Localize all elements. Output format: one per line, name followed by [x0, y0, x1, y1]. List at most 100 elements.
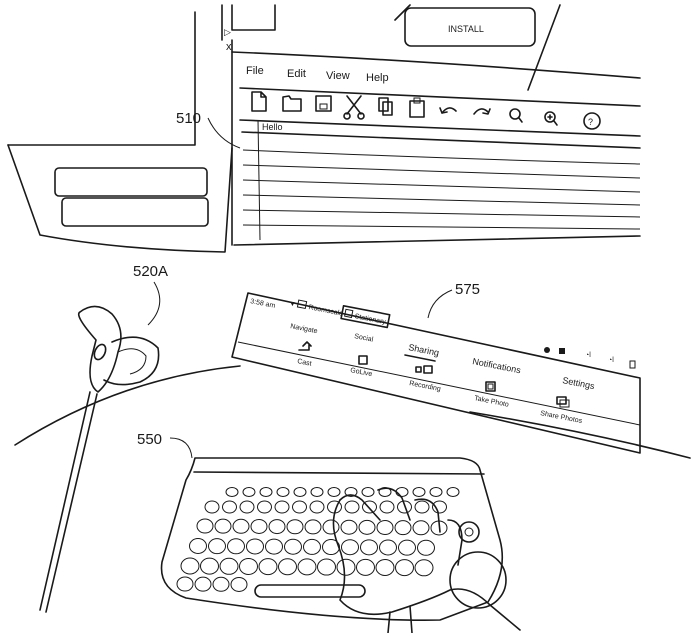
keyboard-key[interactable]	[304, 519, 322, 535]
keyboard-key[interactable]	[362, 500, 377, 514]
keyboard-key[interactable]	[398, 539, 416, 556]
keyboard-key[interactable]	[208, 538, 226, 555]
keyboard-key[interactable]	[432, 500, 447, 514]
keyboard-key[interactable]	[322, 519, 340, 535]
keyboard-key[interactable]	[414, 559, 434, 577]
keyboard-key[interactable]	[242, 487, 256, 497]
zoom-in-icon[interactable]	[544, 111, 558, 126]
keyboard-key[interactable]	[274, 500, 290, 514]
keyboard-key[interactable]	[317, 558, 336, 576]
keyboard-key[interactable]	[297, 558, 317, 576]
keyboard-key[interactable]	[340, 519, 358, 535]
keyboard-key[interactable]	[293, 487, 307, 497]
keyboard-key[interactable]	[230, 576, 248, 592]
action-golive[interactable]: GoLive	[350, 355, 373, 378]
keyboard-key[interactable]	[258, 558, 278, 576]
paste-icon[interactable]	[409, 97, 425, 118]
action-cast[interactable]: Cast	[297, 341, 313, 368]
tab-settings[interactable]: Settings	[562, 375, 596, 391]
keyboard-key[interactable]	[276, 487, 290, 497]
action-recording[interactable]: Recording	[409, 365, 442, 393]
keyboard-key[interactable]	[379, 500, 395, 514]
action-share-photos[interactable]: Share Photos	[540, 396, 583, 425]
tab-notifications[interactable]: Notifications	[472, 356, 523, 375]
controller-button[interactable]	[92, 343, 108, 362]
keyboard-key[interactable]	[189, 538, 207, 554]
keyboard-key[interactable]	[303, 538, 321, 555]
keyboard-key[interactable]	[395, 559, 414, 577]
hand-controller[interactable]	[39, 305, 160, 613]
keyboard-spacebar[interactable]	[254, 584, 366, 598]
keyboard-key[interactable]	[239, 557, 258, 575]
keyboard-key[interactable]	[227, 538, 245, 555]
keyboard-key[interactable]	[176, 576, 194, 592]
panel-slot-lower[interactable]	[61, 197, 209, 227]
keyboard-key[interactable]	[292, 500, 307, 514]
keyboard-key[interactable]	[412, 487, 426, 497]
keyboard-key[interactable]	[429, 487, 443, 497]
keyboard-key[interactable]	[356, 558, 375, 576]
close-icon[interactable]: x	[226, 41, 232, 53]
keyboard-key[interactable]	[395, 487, 409, 497]
keyboard-key[interactable]	[358, 519, 376, 535]
copy-icon[interactable]	[378, 97, 393, 116]
action-take-photo[interactable]: Take Photo	[474, 381, 510, 409]
keyboard-key[interactable]	[225, 487, 239, 497]
undo-icon[interactable]	[439, 107, 457, 114]
chip-stationary[interactable]: Stationary	[340, 304, 391, 329]
keyboard-key[interactable]	[394, 520, 412, 536]
help-icon[interactable]: ?	[583, 112, 601, 130]
keyboard-key[interactable]	[446, 487, 460, 497]
keyboard-key[interactable]	[397, 500, 412, 514]
keyboard-key[interactable]	[239, 500, 255, 514]
keyboard-key[interactable]	[361, 487, 375, 497]
keyboard-knob[interactable]	[458, 521, 480, 543]
keyboard-key[interactable]	[204, 500, 220, 514]
keyboard-key[interactable]	[286, 519, 304, 535]
keyboard-key[interactable]	[222, 500, 237, 514]
keyboard-key[interactable]	[200, 557, 219, 575]
panel-slot-upper[interactable]	[54, 167, 208, 197]
keyboard-key[interactable]	[309, 500, 325, 514]
keyboard-key[interactable]	[412, 520, 430, 536]
open-folder-icon[interactable]	[282, 95, 302, 112]
keyboard-key[interactable]	[180, 557, 200, 575]
keyboard-trackpad[interactable]	[449, 551, 507, 609]
keyboard-key[interactable]	[375, 559, 395, 576]
keyboard-key[interactable]	[246, 538, 264, 555]
keyboard-key[interactable]	[268, 519, 286, 535]
new-file-icon[interactable]	[251, 91, 267, 112]
keyboard-key[interactable]	[278, 558, 297, 576]
tab-social[interactable]: Social	[354, 333, 374, 344]
keyboard-key[interactable]	[250, 518, 268, 534]
keyboard-key[interactable]	[376, 520, 394, 535]
tab-navigate[interactable]: Navigate	[290, 323, 319, 335]
keyboard-key[interactable]	[284, 538, 302, 555]
save-icon[interactable]	[315, 95, 332, 112]
keyboard-key[interactable]	[265, 538, 283, 555]
redo-icon[interactable]	[473, 108, 491, 115]
keyboard-key[interactable]	[257, 500, 272, 514]
zoom-out-icon[interactable]	[509, 108, 523, 123]
keyboard-key[interactable]	[259, 487, 273, 497]
keyboard-key[interactable]	[212, 576, 230, 592]
keyboard-key[interactable]	[341, 539, 359, 556]
menu-edit[interactable]: Edit	[287, 68, 306, 80]
keyboard-key[interactable]	[344, 500, 360, 514]
keyboard-key[interactable]	[414, 500, 430, 514]
keyboard-key[interactable]	[232, 518, 250, 534]
keyboard-key[interactable]	[194, 576, 212, 592]
keyboard-key[interactable]	[379, 539, 397, 556]
keyboard-key[interactable]	[214, 518, 232, 534]
chip-roomscale[interactable]: Roomscale	[296, 299, 344, 318]
keyboard-key[interactable]	[417, 539, 435, 556]
keyboard-key[interactable]	[196, 518, 214, 534]
keyboard-key[interactable]	[360, 539, 378, 556]
cut-icon[interactable]	[343, 95, 365, 120]
keyboard[interactable]	[160, 457, 507, 621]
keyboard-key[interactable]	[310, 487, 324, 497]
keyboard-key[interactable]	[344, 487, 358, 497]
menu-file[interactable]: File	[246, 65, 264, 77]
keyboard-key[interactable]	[219, 557, 239, 575]
keyboard-key[interactable]	[336, 558, 356, 576]
